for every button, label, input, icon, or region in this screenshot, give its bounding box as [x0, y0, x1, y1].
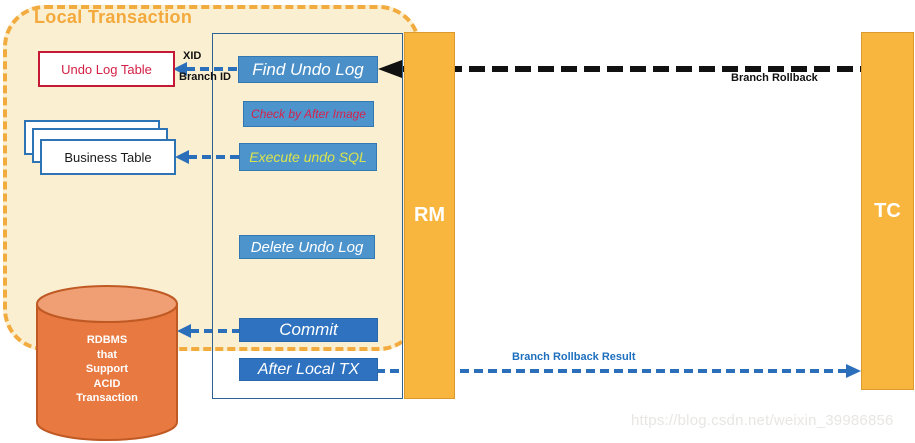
arrowhead-left-icon: [175, 150, 189, 164]
step-after-local-tx: After Local TX: [239, 358, 378, 381]
database-label-line: ACID: [93, 377, 121, 390]
arrowhead-left-icon: [173, 62, 187, 76]
xid-label: XID: [183, 50, 202, 62]
watermark: https://blog.csdn.net/weixin_39986856: [631, 412, 894, 429]
step-delete-undo-log: Delete Undo Log: [239, 235, 375, 259]
database-label-line: Transaction: [76, 392, 138, 404]
database-label-line: that: [96, 348, 118, 361]
branch-rollback-result-label: Branch Rollback Result: [512, 351, 636, 363]
branch-rollback-arrow-line: [400, 66, 861, 72]
branch-rollback-result-arrow-line: [376, 369, 846, 373]
step-check-by-after-image: Check by After Image: [243, 101, 374, 127]
step-execute-undo-sql: Execute undo SQL: [239, 143, 377, 171]
commit-arrow-line: [190, 329, 239, 333]
undo-log-table: Undo Log Table: [38, 51, 175, 87]
tc-lifeline-bar: TC: [861, 32, 914, 390]
rm-lifeline-bar: RM: [404, 32, 455, 399]
step-find-undo-log: Find Undo Log: [238, 56, 378, 83]
database-label-line: Support: [85, 363, 129, 375]
branch-id-label: Branch ID: [179, 71, 231, 83]
branch-rollback-label: Branch Rollback: [731, 72, 818, 84]
undo-sql-arrow-line: [188, 155, 239, 159]
arrowhead-left-icon: [378, 60, 402, 78]
step-commit: Commit: [239, 318, 378, 342]
database-cylinder-icon: [36, 285, 178, 441]
arrowhead-right-icon: [846, 364, 861, 378]
database-label: RDBMS that Support ACID Transaction: [34, 333, 180, 406]
business-table: Business Table: [40, 139, 176, 175]
database-label-line: RDBMS: [86, 334, 128, 346]
arrowhead-left-icon: [177, 324, 191, 338]
rm-branch-column: [212, 33, 403, 399]
local-transaction-title: Local Transaction: [34, 7, 193, 27]
